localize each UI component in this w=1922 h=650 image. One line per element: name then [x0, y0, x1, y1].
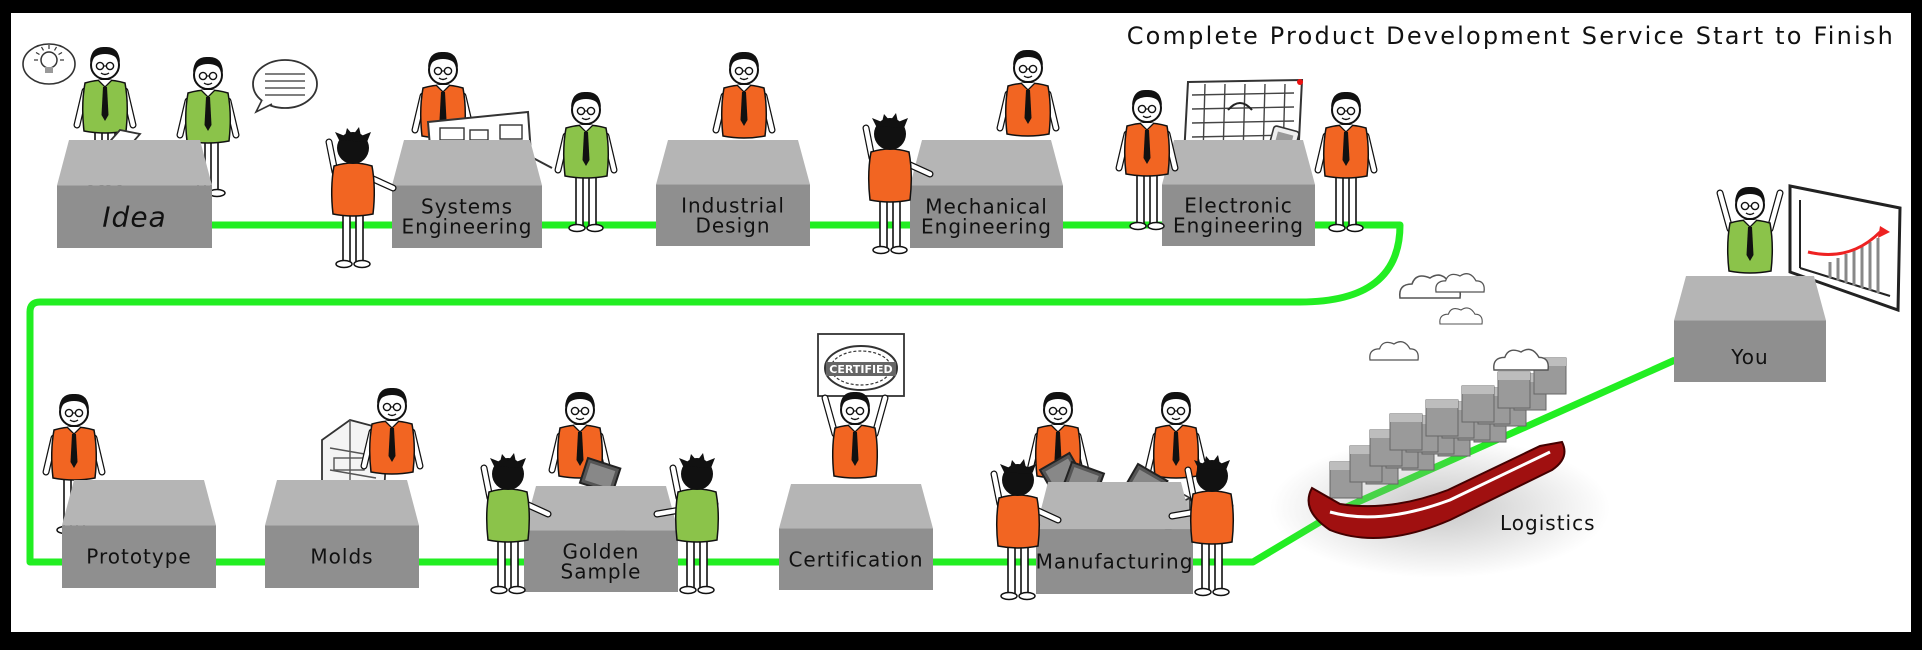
person-manufacturing-back-1	[990, 459, 1062, 601]
growth-chart-icon	[1788, 184, 1902, 313]
stage-label-systems: Systems	[421, 195, 513, 219]
stage-label-prototype: Prototype	[86, 545, 191, 569]
speech-bubble-icon	[252, 59, 318, 114]
stage-label-mechanical: Engineering	[921, 215, 1052, 239]
person-systems-back	[325, 127, 397, 269]
stage-label-electronic: Electronic	[1184, 193, 1293, 217]
person-mechanical	[996, 48, 1060, 137]
stage-label-golden: Sample	[561, 559, 642, 583]
cloud-icon	[1439, 307, 1483, 325]
stage-label-golden: Golden	[563, 539, 640, 563]
person-systems-2	[554, 90, 618, 233]
stage-label-idea: Idea	[102, 200, 166, 233]
desk-you: You	[1674, 276, 1826, 382]
cloud-icon	[1435, 273, 1485, 293]
stage-label-logistics: Logistics	[1500, 511, 1596, 535]
tablet-device	[578, 456, 622, 495]
person-industrial	[712, 50, 776, 139]
certified-badge-text: CERTIFIED	[829, 363, 892, 376]
desk-prototype: Prototype	[62, 480, 216, 588]
cloud-icon	[1493, 348, 1549, 371]
stage-label-manufacturing: Manufacturing	[1036, 550, 1194, 574]
stage-label-systems: Engineering	[402, 215, 533, 239]
diagram-title: Complete Product Development Service Sta…	[1127, 22, 1895, 50]
stage-label-industrial: Industrial	[681, 193, 785, 217]
certified-badge-icon: CERTIFIED	[817, 333, 905, 397]
stage-label-certification: Certification	[788, 547, 923, 571]
person-you	[1716, 185, 1784, 274]
desk-idea: Idea	[57, 140, 212, 248]
person-electronic-2	[1314, 90, 1378, 233]
cloud-icon	[1369, 341, 1419, 361]
person-golden-back-1	[480, 453, 552, 595]
person-molds	[360, 386, 424, 475]
person-golden-back-2	[653, 453, 720, 595]
stage-label-mechanical: Mechanical	[925, 195, 1048, 219]
person-manufacturing-2	[1144, 390, 1208, 479]
stage-label-molds: Molds	[310, 545, 373, 569]
stage-label-electronic: Engineering	[1173, 213, 1304, 237]
stage-label-industrial: Design	[695, 213, 770, 237]
stage-label-you: You	[1730, 345, 1768, 369]
process-flow-path	[26, 221, 1677, 566]
desk-certification: Certification	[779, 484, 933, 590]
person-mechanical-back	[862, 113, 934, 255]
desk-manufacturing: Manufacturing	[1036, 482, 1194, 594]
desk-molds: Molds	[265, 480, 419, 588]
person-electronic-1	[1115, 88, 1179, 231]
person-certification	[821, 390, 889, 479]
cargo-ship-icon: Logistics	[1270, 357, 1610, 578]
lightbulb-icon	[22, 43, 76, 85]
person-manufacturing-back-2	[1168, 455, 1235, 597]
